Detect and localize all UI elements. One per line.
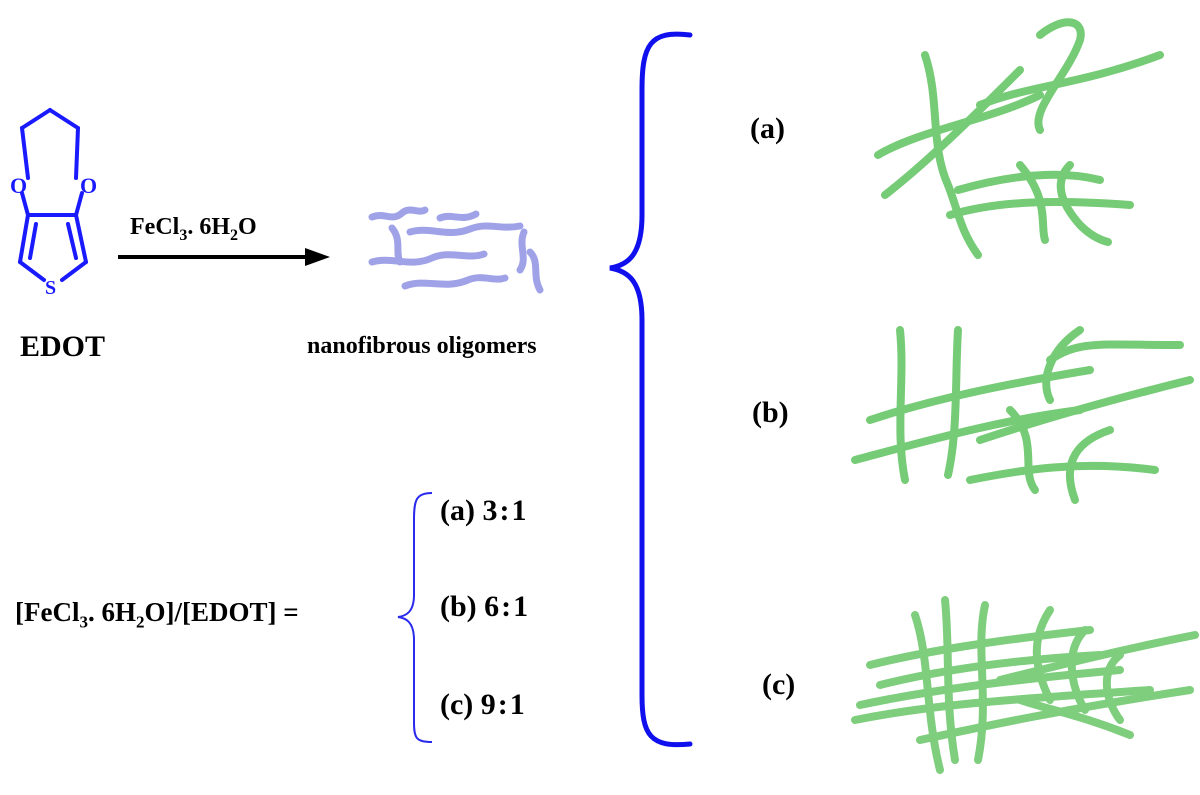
product-tag-c: (c) (762, 668, 796, 701)
ratio-item-tag: (c) (440, 688, 474, 721)
ratio-lhs-sub2: 2 (135, 612, 145, 632)
fiber-network-a (874, 18, 1164, 259)
ratio-item-a: (a) 3:1 (440, 494, 528, 528)
ratio-lhs-open: [FeCl (15, 597, 80, 627)
reagent-base: FeCl (130, 214, 180, 240)
oligomer-cluster (368, 206, 544, 294)
ratio-item-value: 9:1 (480, 688, 527, 721)
product-tag-a: (a) (750, 112, 785, 145)
edot-label: EDOT (20, 330, 106, 363)
reagent-sub1: 3 (179, 226, 188, 244)
ratio-item-value: 3:1 (482, 494, 529, 527)
ratio-brace (397, 492, 433, 743)
ratio-lhs-mid: . 6H (87, 597, 136, 627)
fiber-network-c (851, 596, 1199, 774)
edot-oxygen-right: O (80, 173, 97, 198)
ratio-lhs-sub1: 3 (79, 612, 88, 632)
product-brace (609, 31, 693, 748)
reaction-arrow (118, 248, 330, 266)
reagent-sub2: 2 (229, 226, 238, 244)
ratio-item-tag: (b) (440, 590, 477, 623)
ratio-lhs: [FeCl3. 6H2O]/[EDOT] = (15, 597, 299, 632)
ratio-item-tag: (a) (440, 494, 475, 527)
ratio-item-c: (c) 9:1 (440, 688, 527, 722)
fiber-network-b (851, 326, 1194, 504)
reagent-label: FeCl3. 6H2O (130, 214, 257, 245)
ratio-item-b: (b) 6:1 (440, 590, 530, 624)
edot-oxygen-left: O (10, 173, 27, 198)
edot-sulfur: S (45, 277, 56, 299)
ratio-item-value: 6:1 (484, 590, 531, 623)
intermediate-label: nanofibrous oligomers (307, 333, 537, 359)
ratio-lhs-close: O]/[EDOT] = (144, 597, 299, 627)
reagent-mid: . 6H (187, 214, 230, 240)
product-tag-b: (b) (752, 396, 789, 429)
reagent-end: O (237, 214, 257, 240)
edot-structure (18, 108, 88, 282)
